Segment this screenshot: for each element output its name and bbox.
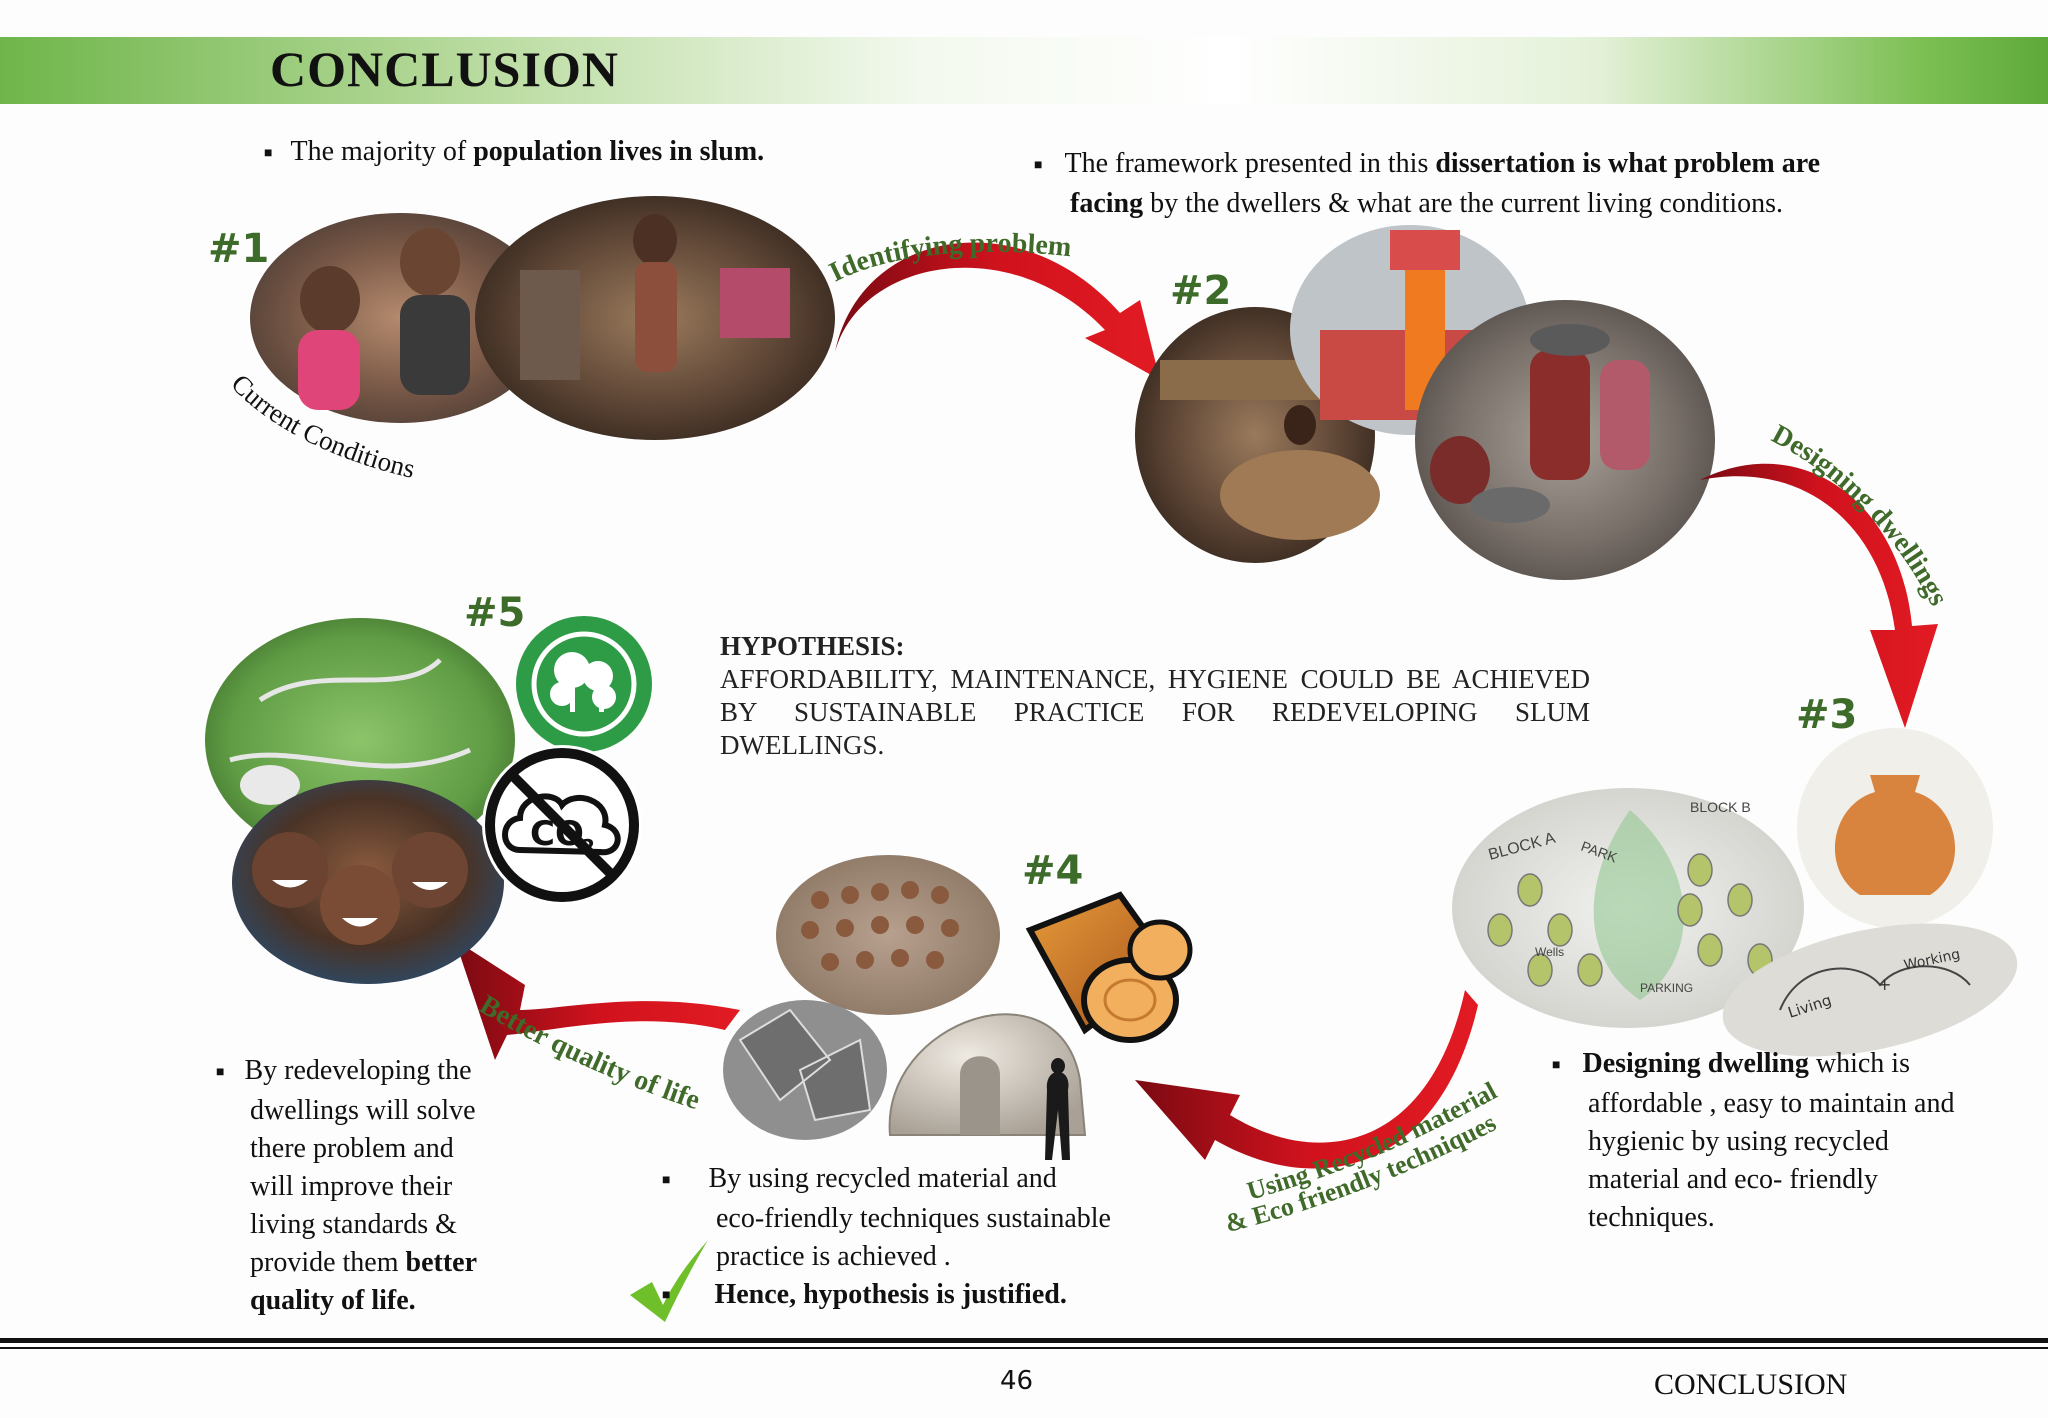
bullet-square-icon: ■ xyxy=(1034,157,1043,173)
wood-logs-icon xyxy=(1025,891,1193,1043)
footer-rule-thin xyxy=(0,1347,2048,1349)
hypothesis-block: HYPOTHESIS: AFFORDABILITY, MAINTENANCE, … xyxy=(720,630,1590,762)
footer-section-label: CONCLUSION xyxy=(1654,1368,1848,1401)
sketch-label-block-b: BLOCK B xyxy=(1690,799,1751,815)
stone-breaking-photo xyxy=(1415,300,1715,580)
footer-rule-thick xyxy=(0,1338,2048,1343)
arrow-identifying-problem xyxy=(835,242,1160,380)
arrow-recycled-material xyxy=(1135,990,1478,1169)
step-number-4: #4 xyxy=(1022,848,1084,894)
step5-bullet: ■By redeveloping the dwellings will solv… xyxy=(216,1055,478,1316)
step4-bullets: ■By using recycled material and eco-frie… xyxy=(662,1163,1111,1310)
recycled-tiles-photo xyxy=(776,855,1000,1015)
step2-bullet: ■The framework presented in this dissert… xyxy=(1034,148,1821,219)
bullet-square-icon: ■ xyxy=(264,145,273,161)
sketch-label-plus: + xyxy=(1878,975,1891,994)
broken-tile-mosaic-photo xyxy=(723,1000,887,1140)
slum-workers-photo xyxy=(475,196,835,440)
step-number-3: #3 xyxy=(1796,692,1858,738)
page-number: 46 xyxy=(1000,1366,1034,1396)
header-band xyxy=(0,37,2048,104)
happy-children-photo xyxy=(232,780,504,984)
hypothesis-body: AFFORDABILITY, MAINTENANCE, HYGIENE COUL… xyxy=(720,664,1590,760)
step-number-1: #1 xyxy=(208,226,270,272)
bullet-square-icon: ■ xyxy=(662,1172,671,1188)
step-number-2: #2 xyxy=(1170,268,1232,314)
pot-sketch xyxy=(1797,728,1993,928)
bullet-square-icon: ■ xyxy=(1552,1057,1561,1073)
bullet-square-icon: ■ xyxy=(662,1288,671,1304)
step1-bullet: ■The majority of population lives in slu… xyxy=(264,136,765,167)
sketch-label-wells: Wells xyxy=(1535,945,1564,959)
site-plan-sketch: BLOCK A PARK BLOCK B PARKING Wells xyxy=(1452,788,1804,1028)
page-title: CONCLUSION xyxy=(270,41,619,97)
designing-dwellings-label: Designing dwellings xyxy=(1767,419,1954,611)
earth-dome-house-illustration xyxy=(888,1013,1087,1160)
arrow-designing-dwellings xyxy=(1700,463,1938,728)
step-number-5: #5 xyxy=(464,590,526,636)
eco-tree-icon xyxy=(516,616,652,752)
step3-bullet: ■Designing dwelling which is affordable … xyxy=(1552,1048,1955,1233)
section-sketch: Living + Working xyxy=(1722,923,2018,1057)
bullet-square-icon: ■ xyxy=(216,1064,225,1080)
arrow-better-quality-of-life xyxy=(455,940,740,1060)
sketch-label-parking: PARKING xyxy=(1640,981,1693,995)
no-co2-icon: CO 2 xyxy=(482,745,642,905)
hypothesis-title: HYPOTHESIS: xyxy=(720,631,905,661)
check-mark-icon xyxy=(630,1240,708,1322)
slum-women-photo xyxy=(250,213,550,423)
